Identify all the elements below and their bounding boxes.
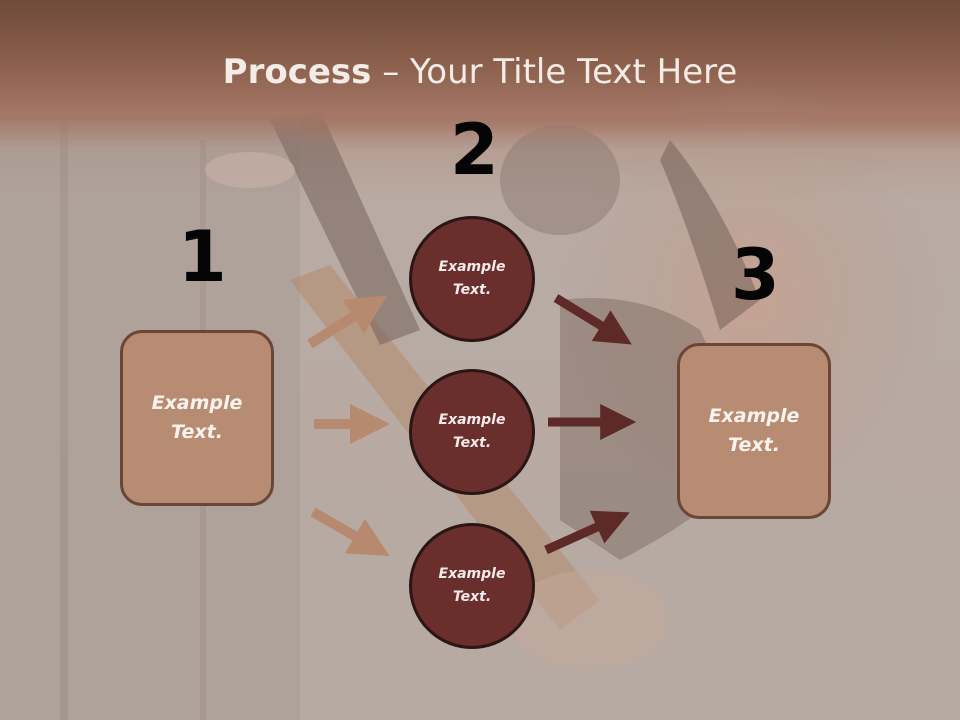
title-bold: Process xyxy=(222,52,372,92)
circle-middle-line1: Example xyxy=(438,412,506,428)
step-1-line1: Example xyxy=(151,392,243,414)
arrow-circle-top-to-box3 xyxy=(553,294,632,345)
step-number-1: 1 xyxy=(178,216,227,298)
circle-top-line1: Example xyxy=(438,259,506,275)
arrow-box1-to-circle-top xyxy=(307,295,388,349)
step-3-line1: Example xyxy=(708,405,800,427)
title-separator: – xyxy=(371,52,411,92)
step-2-circle-top: Example Text. xyxy=(409,216,535,342)
step-2-circle-middle: Example Text. xyxy=(409,369,535,495)
circle-top-line2: Text. xyxy=(452,282,492,298)
step-2-circle-bottom: Example Text. xyxy=(409,523,535,649)
arrow-box1-to-circle-bottom xyxy=(310,507,390,556)
step-number-2: 2 xyxy=(450,109,499,191)
step-3-line2: Text. xyxy=(728,434,780,456)
step-number-3: 3 xyxy=(731,234,780,316)
step-3-box: Example Text. xyxy=(677,343,831,519)
step-1-line2: Text. xyxy=(171,421,223,443)
slide-title: Process – Your Title Text Here xyxy=(0,52,960,92)
circle-bottom-line1: Example xyxy=(438,566,506,582)
title-text: Your Title Text Here xyxy=(410,52,738,92)
circle-bottom-line2: Text. xyxy=(452,589,492,605)
step-1-box: Example Text. xyxy=(120,330,274,506)
arrow-circle-bottom-to-box3 xyxy=(544,510,630,555)
circle-middle-line2: Text. xyxy=(452,435,492,451)
